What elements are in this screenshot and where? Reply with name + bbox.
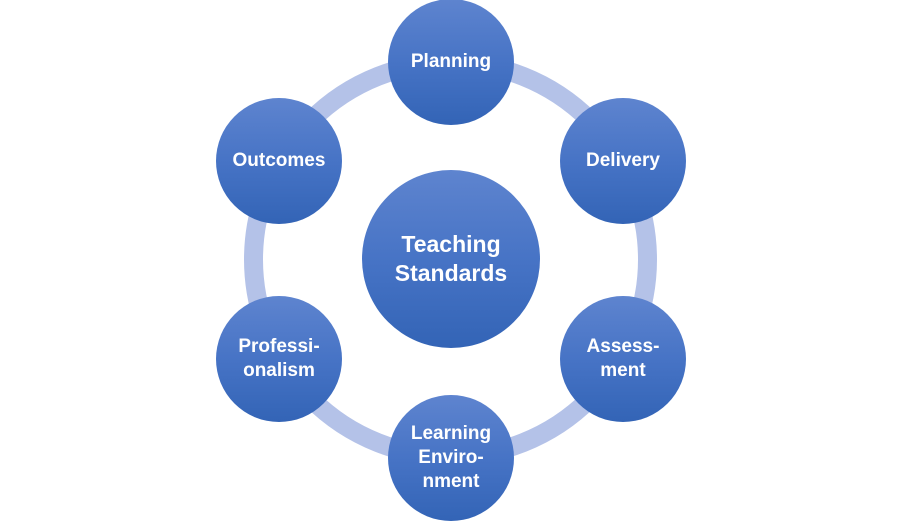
- node-assessment-label: Assess- ment: [586, 335, 660, 381]
- node-teaching-standards: Teaching Standards: [362, 170, 540, 348]
- node-professionalism: Professi- onalism: [216, 296, 342, 422]
- node-outcomes-label: Outcomes: [232, 149, 326, 171]
- node-assessment: Assess- ment: [560, 296, 686, 422]
- node-learning-environment: Learning Enviro- nment: [388, 395, 514, 521]
- node-delivery: Delivery: [560, 98, 686, 224]
- node-professionalism-label: Professi- onalism: [238, 335, 320, 381]
- node-teaching-standards-label: Teaching Standards: [394, 231, 508, 286]
- node-planning-label: Planning: [410, 50, 492, 72]
- node-learning-environment-label: Learning Enviro- nment: [410, 422, 492, 493]
- node-outcomes: Outcomes: [216, 98, 342, 224]
- node-planning: Planning: [388, 0, 514, 125]
- node-delivery-label: Delivery: [586, 149, 660, 171]
